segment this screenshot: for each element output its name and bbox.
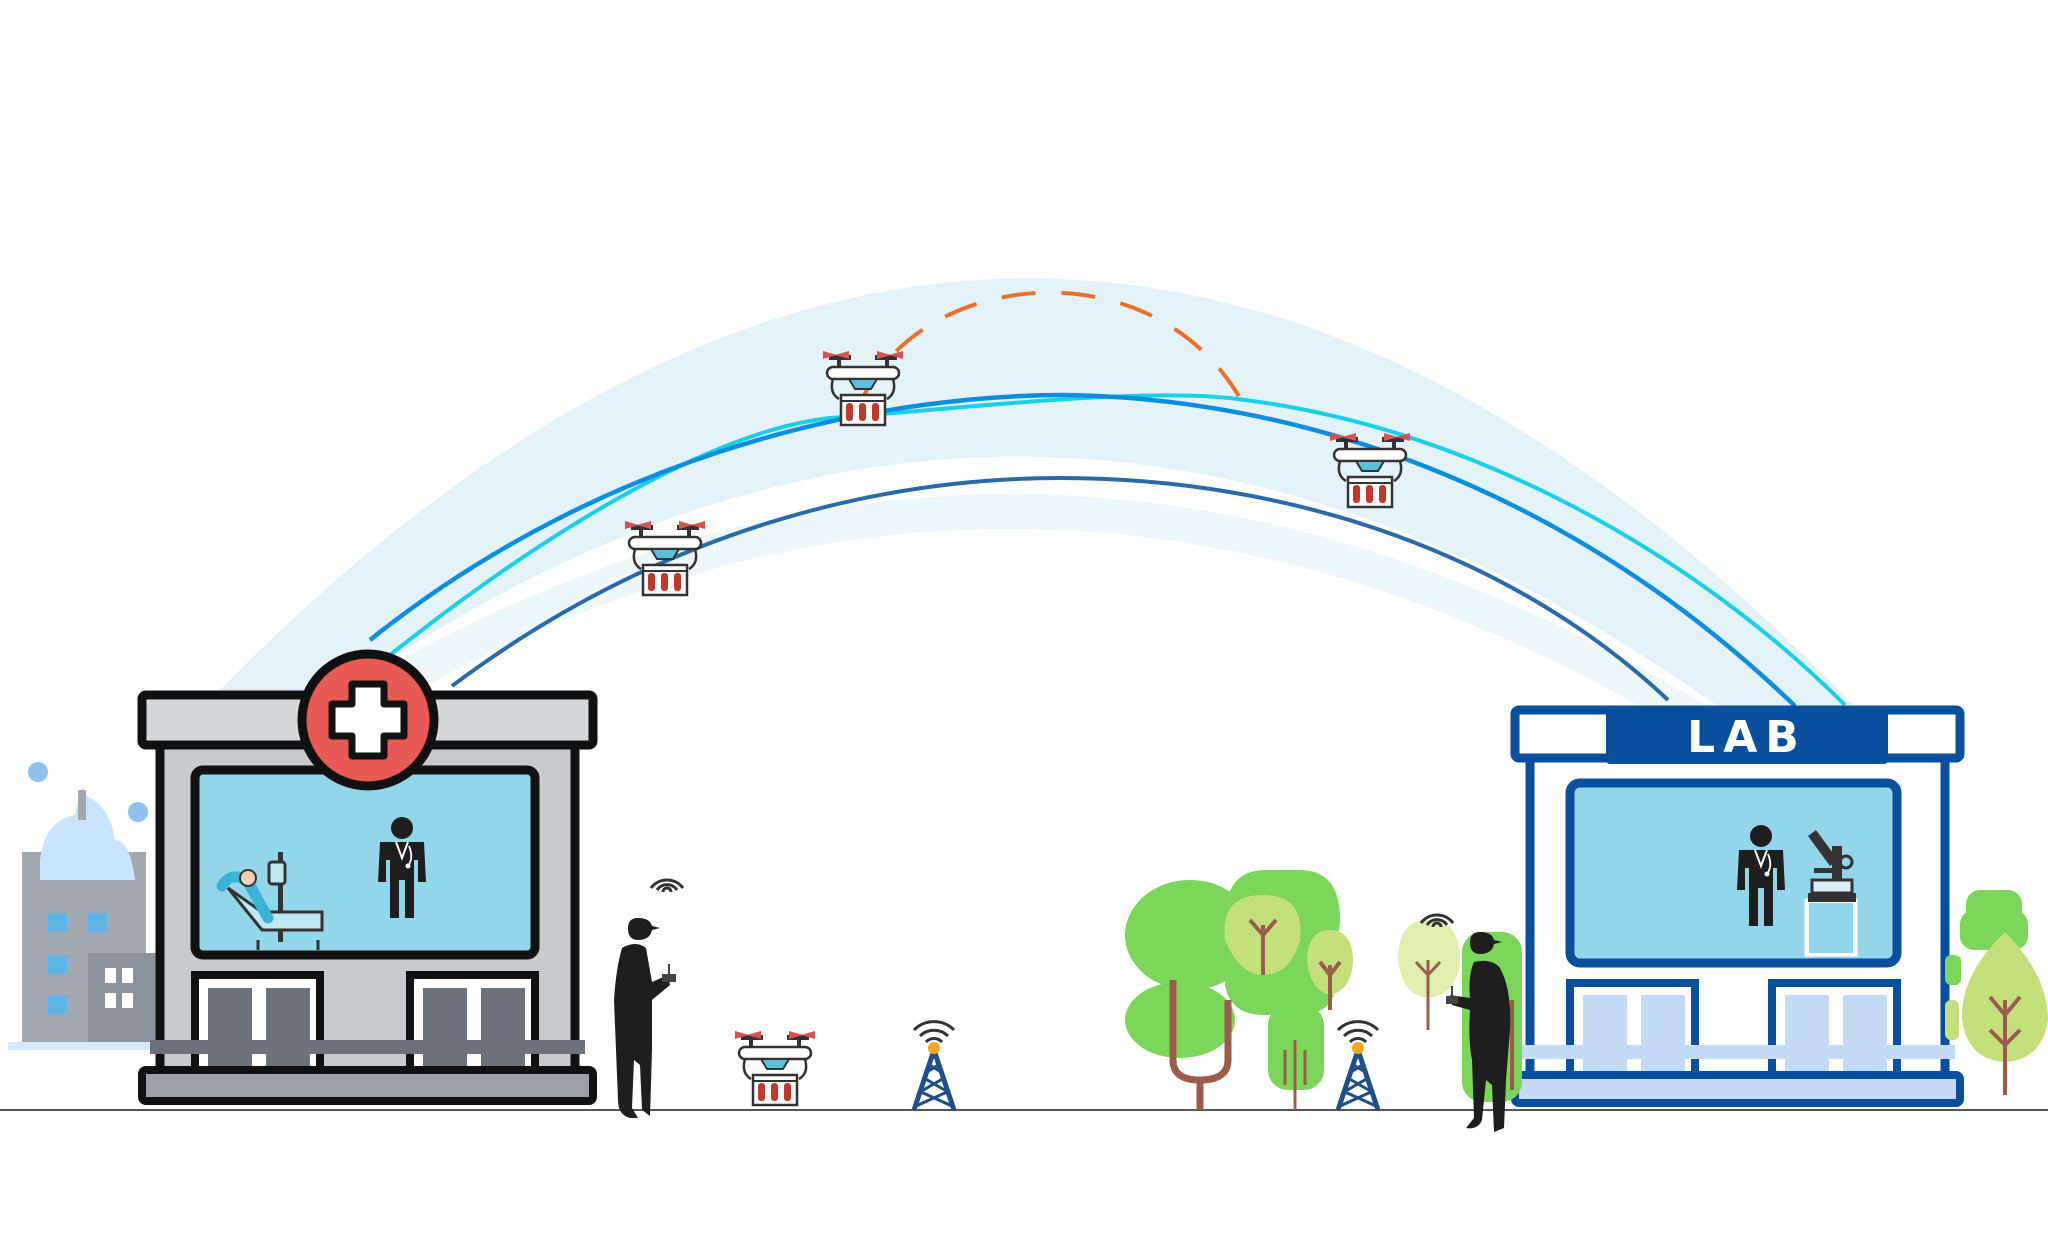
flight-corridor-band — [210, 278, 1900, 760]
lab-sign-label: LAB — [1687, 712, 1807, 763]
cell-tower-icon — [1338, 1022, 1378, 1110]
city-skyline-icon — [8, 762, 158, 1050]
drone-operator-icon — [614, 878, 685, 1118]
medical-cross-icon — [297, 649, 439, 791]
hospital-building-icon — [137, 649, 598, 1105]
lab-sign: LAB — [1606, 708, 1888, 764]
flight-route-detour — [860, 290, 1242, 401]
patient-bed-icon — [216, 852, 324, 950]
tree-icon — [1125, 870, 2048, 1110]
sample-delivery-drone-icon — [733, 1029, 817, 1107]
laboratory-building-icon: LAB — [1510, 705, 1965, 1107]
cell-tower-icon — [914, 1022, 954, 1110]
microscope-icon — [1804, 830, 1858, 957]
flight-route-main — [368, 392, 1797, 708]
drone-operator-icon — [1419, 913, 1511, 1132]
